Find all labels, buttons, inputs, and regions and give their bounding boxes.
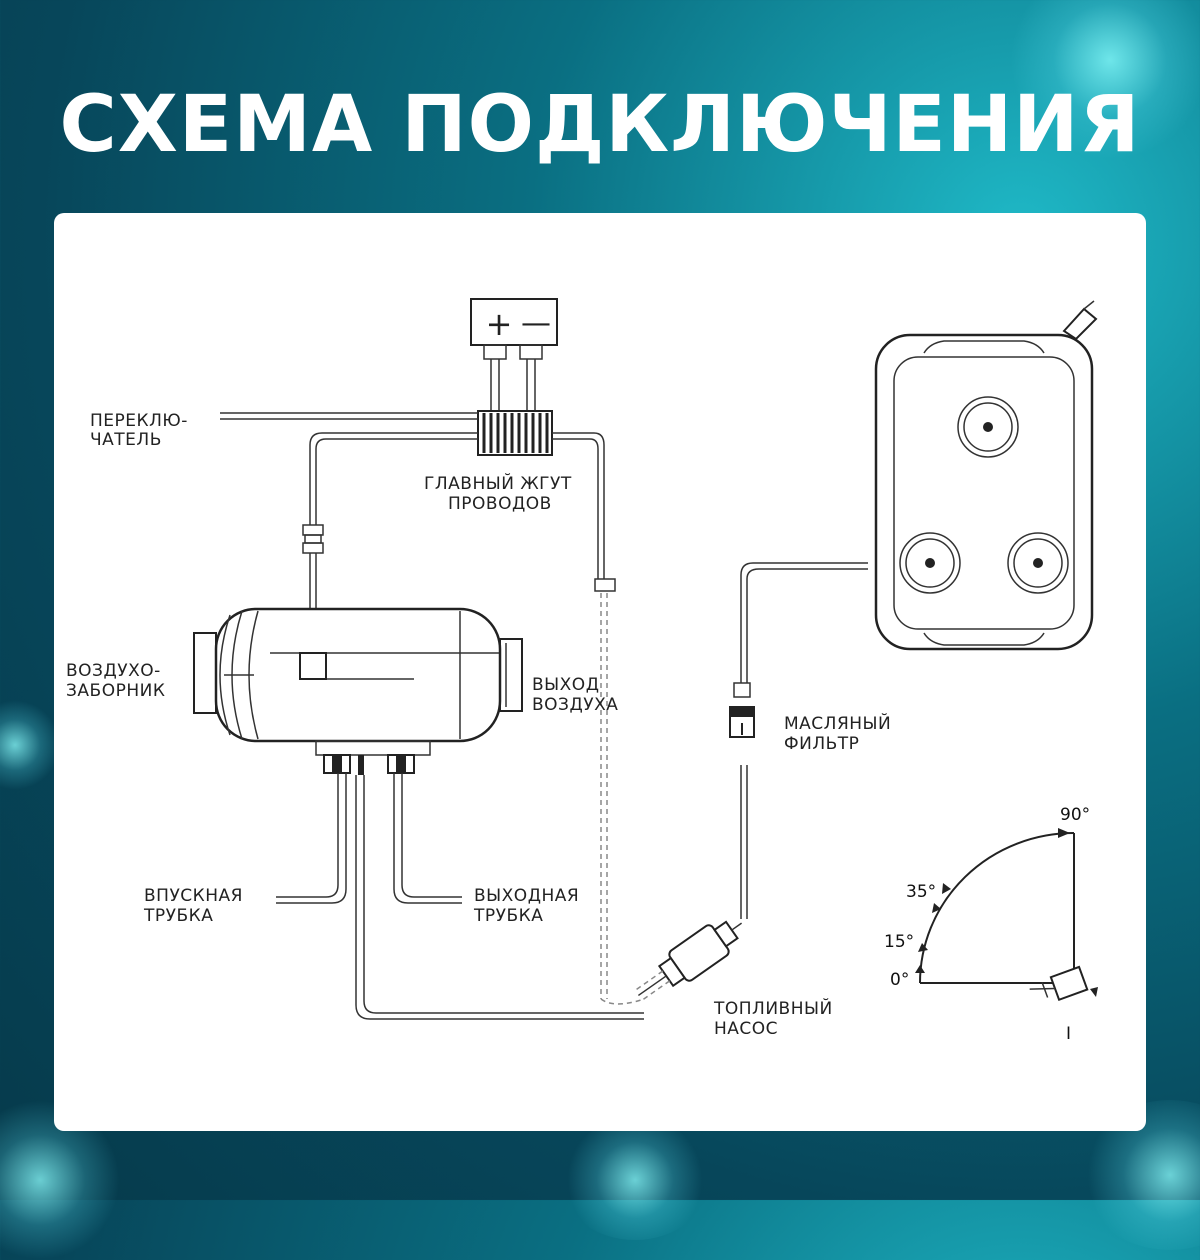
inlet-pipe xyxy=(276,773,339,898)
harness-connector xyxy=(477,410,553,456)
angle-mark: I xyxy=(1066,1024,1071,1044)
label-switch-1: ПЕРЕКЛЮ- xyxy=(90,411,188,431)
pump-tilt-icon xyxy=(1029,965,1089,1002)
air-outlet-flange xyxy=(499,638,523,712)
angle-0: 0° xyxy=(890,970,909,990)
label-filter-2: ФИЛЬТР xyxy=(784,734,859,754)
fuel-line-heater xyxy=(355,775,644,1020)
angle-35: 35° xyxy=(906,882,936,902)
harness-right-wire xyxy=(552,432,605,579)
label-outlet-2: ВОЗДУХА xyxy=(532,695,618,715)
battery-plus: + xyxy=(486,305,513,343)
label-pump-2: НАСОС xyxy=(714,1019,778,1039)
background-glow xyxy=(1010,0,1200,160)
heater-connector xyxy=(299,652,327,680)
label-filter-1: МАСЛЯНЫЙ xyxy=(784,712,891,734)
label-switch-2: ЧАТЕЛЬ xyxy=(90,430,162,450)
harness-left-wire xyxy=(309,432,478,525)
connection-diagram: + — xyxy=(66,298,1098,1044)
background-glow xyxy=(560,1120,710,1240)
background-glow xyxy=(0,700,60,790)
label-intake-1: ВОЗДУХО- xyxy=(66,661,161,681)
fuel-tank xyxy=(874,300,1098,651)
label-inlet-pipe-2: ТРУБКА xyxy=(143,906,213,926)
label-exhaust-pipe-1: ВЫХОДНАЯ xyxy=(474,886,579,906)
battery: + — xyxy=(470,298,558,411)
fuel-pump xyxy=(634,920,743,1001)
battery-body xyxy=(470,298,558,346)
battery-terminal-minus xyxy=(519,344,543,360)
harness-left-nut xyxy=(302,524,324,554)
angle-90: 90° xyxy=(1060,805,1090,825)
bottom-fittings xyxy=(315,740,431,775)
angle-15: 15° xyxy=(884,932,914,952)
diagram-card: + — xyxy=(54,213,1146,1131)
air-intake-flange xyxy=(193,632,217,714)
label-intake-2: ЗАБОРНИК xyxy=(66,681,165,701)
label-harness-2: ПРОВОДОВ xyxy=(448,494,552,514)
label-exhaust-pipe-2: ТРУБКА xyxy=(473,906,543,926)
heater-body xyxy=(214,607,502,743)
label-outlet-1: ВЫХОД xyxy=(532,675,599,695)
oil-filter xyxy=(729,682,755,738)
exhaust-pipe xyxy=(393,773,462,904)
battery-terminal-plus xyxy=(483,344,507,360)
label-pump-1: ТОПЛИВНЫЙ xyxy=(713,997,833,1019)
label-inlet-pipe-1: ВПУСКНАЯ xyxy=(144,886,243,906)
heater-unit xyxy=(193,607,523,743)
harness-right-nut xyxy=(594,578,616,592)
page-title: СХЕМА ПОДКЛЮЧЕНИЯ xyxy=(59,80,1141,170)
label-harness-1: ГЛАВНЫЙ ЖГУТ xyxy=(424,472,572,494)
angle-diagram xyxy=(915,828,1098,1002)
battery-minus: — xyxy=(521,306,551,341)
